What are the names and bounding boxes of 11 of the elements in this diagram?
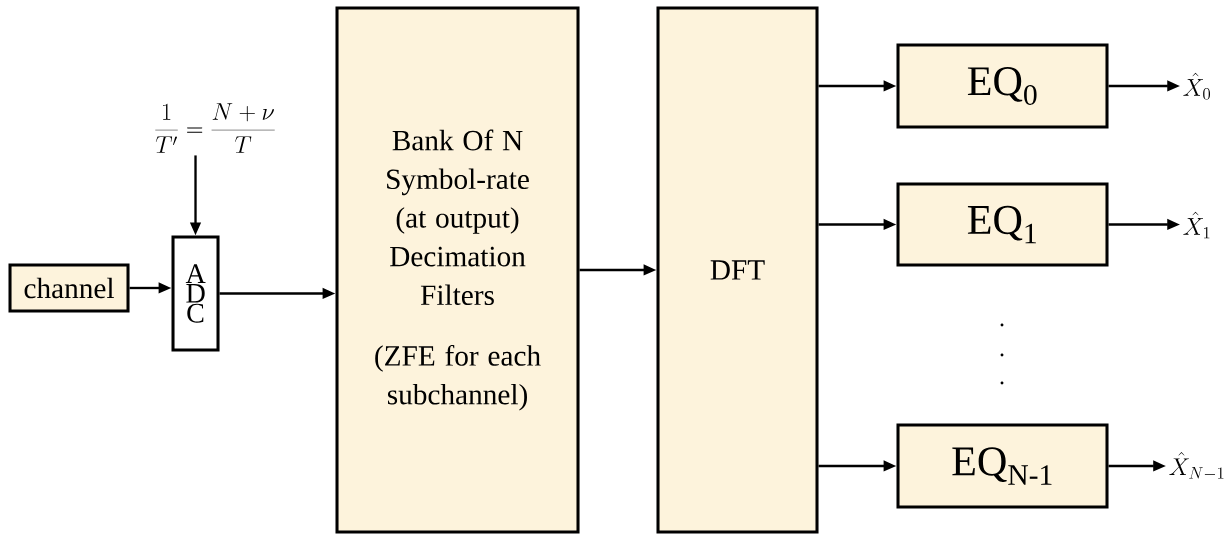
output-symbol: $\hat{X}_{0}$ (1183, 72, 1210, 100)
process-box: channel (8, 263, 130, 313)
output-symbol: $\hat{X}_{N-1}$ (1169, 452, 1224, 479)
output-symbol: $\hat{X}_{1}$ (1183, 211, 1210, 239)
process-box: DFT (656, 6, 819, 534)
filter-bank-box: Bank Of N Symbol-rate (at output) Decimation Filters (ZFE for each subchannel) (335, 6, 580, 534)
equalizer-box: EQ$_{0}$ (896, 43, 1109, 129)
sampling-rate-formula: $\frac{1}{T'} = \frac{N+\nu}{T}$ (155, 103, 275, 153)
adc-box: A D C (171, 235, 220, 352)
equalizer-box: EQ$_{N-1}$ (896, 423, 1109, 509)
equalizer-box: EQ$_{1}$ (896, 182, 1109, 267)
